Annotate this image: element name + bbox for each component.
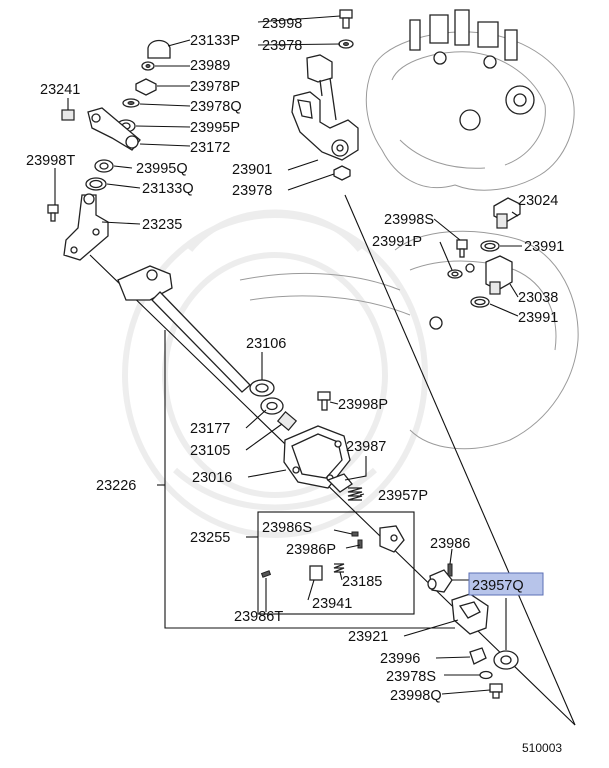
part-labels: 23998 23978 23133P 23989 23978P 23978Q 2… [26, 16, 564, 755]
bush-23957Q-right [493, 650, 519, 670]
label-23177: 23177 [190, 421, 230, 437]
spring-23185 [333, 563, 345, 573]
label-23995P: 23995P [190, 120, 240, 136]
lever-23255-part [379, 525, 405, 553]
lever-23172 [87, 107, 141, 151]
label-23998Q: 23998Q [390, 688, 442, 704]
sensor-23038 [485, 255, 513, 295]
switch-23024 [493, 197, 521, 229]
label-23016: 23016 [192, 470, 232, 486]
washer-23991P [447, 269, 463, 279]
diagram-code: 510003 [522, 741, 562, 755]
label-23106: 23106 [246, 336, 286, 352]
pin-23941 [309, 565, 323, 581]
group-bracket-23226 [164, 330, 455, 629]
watermark-logo [122, 209, 428, 538]
label-23957Q: 23957Q [472, 578, 524, 594]
label-23172: 23172 [190, 140, 230, 156]
bolt-23998Q [489, 683, 503, 699]
washer-23989 [141, 61, 155, 71]
label-23241: 23241 [40, 82, 80, 98]
washer-23996 [469, 647, 487, 665]
cover-23016 [283, 425, 351, 489]
label-23941: 23941 [312, 596, 352, 612]
seal-23177 [260, 397, 284, 415]
label-23901: 23901 [232, 162, 272, 178]
label-23987: 23987 [346, 439, 386, 455]
bush-23995Q [94, 159, 114, 173]
label-23986T: 23986T [234, 609, 283, 625]
bracket-23901 [291, 54, 359, 161]
label-23978P: 23978P [190, 79, 240, 95]
nut-23978-mid [333, 165, 351, 181]
label-23185: 23185 [342, 574, 382, 590]
washer-23991-b [470, 296, 490, 308]
label-23978S: 23978S [386, 669, 436, 685]
bush-23105 [276, 411, 298, 431]
transmission-assembly-side [239, 230, 579, 450]
washer-23978Q [122, 98, 140, 108]
cap-23133P [147, 39, 171, 59]
reference-line-right [344, 194, 576, 726]
label-23998: 23998 [262, 16, 302, 32]
seal-23106 [249, 379, 275, 397]
plate-23987 [326, 473, 353, 493]
washer-23978-top [338, 39, 354, 49]
nut-23978P [135, 78, 157, 96]
label-23991-a: 23991 [524, 239, 564, 255]
label-23998T: 23998T [26, 153, 75, 169]
label-23255: 23255 [190, 530, 230, 546]
label-23998S: 23998S [384, 212, 434, 228]
label-23978Q: 23978Q [190, 99, 242, 115]
spring-23957P [347, 487, 363, 501]
label-23957P: 23957P [378, 488, 428, 504]
ring-23133Q [85, 177, 107, 191]
label-23235: 23235 [142, 217, 182, 233]
label-23978-mid: 23978 [232, 183, 272, 199]
bolt-23998T [47, 204, 59, 222]
label-23998P: 23998P [338, 397, 388, 413]
label-23226: 23226 [96, 478, 136, 494]
leader-lines [54, 15, 522, 695]
label-23986P: 23986P [286, 542, 336, 558]
bush-23957Q-left [427, 569, 453, 593]
bolt-23998P [317, 391, 331, 411]
pin-23986 [447, 563, 453, 577]
label-23989: 23989 [190, 58, 230, 74]
label-23133P: 23133P [190, 33, 240, 49]
reference-line-left [89, 254, 576, 726]
label-23921: 23921 [348, 629, 388, 645]
shift-shaft-assembly [117, 265, 251, 393]
label-23986S: 23986S [262, 520, 312, 536]
label-23038: 23038 [518, 290, 558, 306]
label-23995Q: 23995Q [136, 161, 188, 177]
pin-23986T [260, 570, 272, 578]
bracket-23921 [451, 593, 489, 635]
washer-23991-a [480, 240, 500, 252]
label-23133Q: 23133Q [142, 181, 194, 197]
label-23991P: 23991P [372, 234, 422, 250]
pin-23986S [351, 531, 359, 537]
washer-23978S [479, 670, 493, 680]
bolt-23998S [456, 239, 468, 258]
transmission-assembly-top [365, 9, 575, 191]
label-23996: 23996 [380, 651, 420, 667]
label-23991-b: 23991 [518, 310, 558, 326]
bolt-23998 [339, 9, 353, 29]
label-23024: 23024 [518, 193, 558, 209]
pin-23241 [61, 109, 75, 121]
label-23105: 23105 [190, 443, 230, 459]
highlight-23957Q [468, 572, 544, 596]
label-23978-top: 23978 [262, 38, 302, 54]
label-23986: 23986 [430, 536, 470, 552]
pin-23986P [357, 539, 363, 549]
group-box-23255 [257, 511, 415, 615]
bracket-23235 [63, 193, 109, 261]
